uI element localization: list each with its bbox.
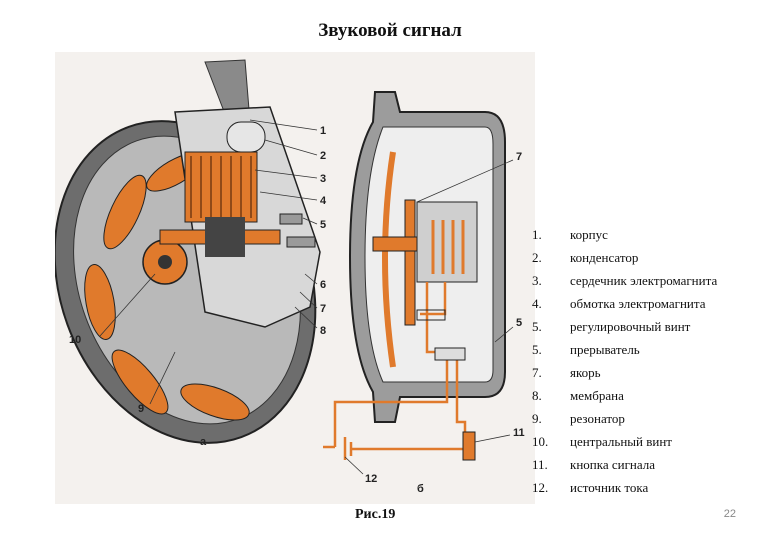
legend-item: 2.конденсатор (532, 250, 639, 265)
sublabel-b: б (417, 483, 424, 495)
callout-2: 2 (320, 150, 326, 162)
legend-item: 4.обмотка электромагнита (532, 296, 706, 311)
legend-item: 8.мембрана (532, 388, 624, 403)
legend-item: 3.сердечник электромагнита (532, 273, 718, 288)
callout-10: 10 (69, 334, 81, 346)
legend-item: 10.центральный винт (532, 434, 672, 449)
callout-5: 5 (320, 219, 326, 231)
callout-12: 12 (365, 473, 377, 485)
legend-item: 5.регулировочный винт (532, 319, 691, 334)
callout-3: 3 (320, 173, 326, 185)
legend-item: 9.резонатор (532, 411, 625, 426)
sublabel-a: а (200, 436, 207, 448)
horn-section-view (323, 91, 506, 461)
callout-7-right: 7 (516, 151, 522, 163)
callout-6: 6 (320, 279, 326, 291)
callout-1: 1 (320, 125, 326, 137)
legend-item: 11.кнопка сигнала (532, 457, 656, 472)
legend-item: 5.прерыватель (532, 342, 640, 357)
callout-5-right: 5 (516, 317, 522, 329)
horn-diagram-figure: 1 2 3 4 5 6 7 8 9 10 а (55, 52, 535, 504)
parts-legend: 1.корпус 2.конденсатор 3.сердечник элект… (532, 226, 772, 502)
callout-8: 8 (320, 325, 326, 337)
slide-title: Звуковой сигнал (318, 20, 462, 41)
callout-11: 11 (513, 427, 525, 439)
legend-item: 1.корпус (532, 227, 608, 242)
callout-4: 4 (320, 195, 327, 207)
legend-item: 7.якорь (532, 365, 601, 380)
callout-9: 9 (138, 403, 144, 415)
callout-7: 7 (320, 303, 326, 315)
figure-caption: Рис.19 (355, 507, 396, 522)
page-number: 22 (723, 508, 736, 520)
horn-cutaway-view (55, 59, 321, 444)
legend-item: 12.источник тока (532, 480, 649, 495)
